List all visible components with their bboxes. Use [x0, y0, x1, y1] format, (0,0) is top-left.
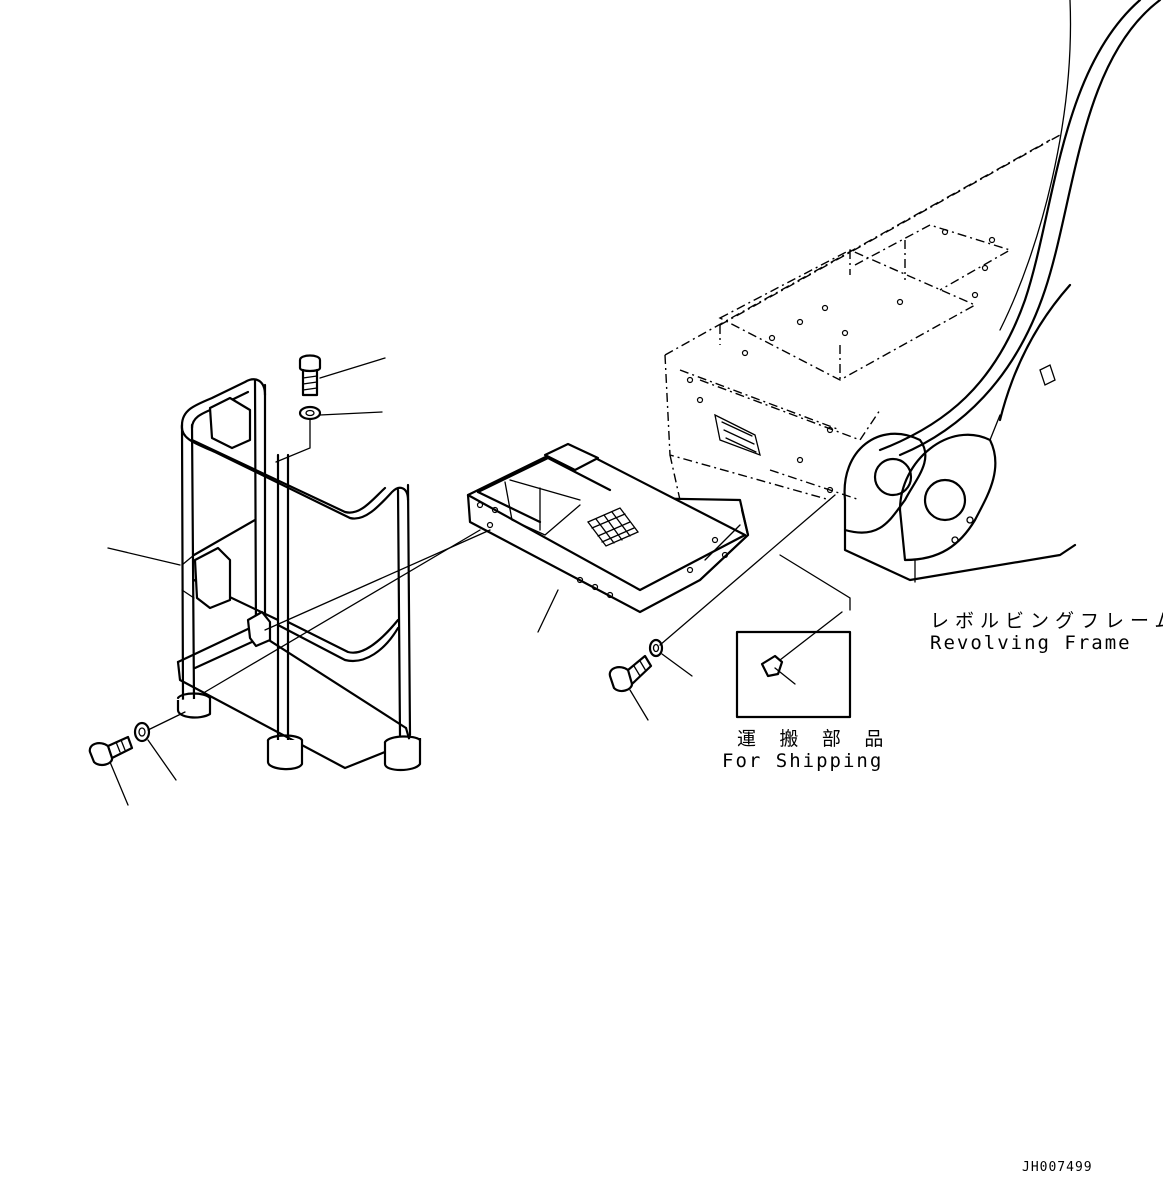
handrail-assembly: [107, 378, 422, 772]
revolving-frame-label-jp: レボルビングフレーム: [930, 610, 1163, 632]
lower-left-bolt: [88, 735, 134, 806]
shipping-detail-box: [735, 611, 852, 719]
drawing-id: JH007499: [1022, 1160, 1093, 1175]
revolving-frame-label-en: Revolving Frame: [930, 632, 1132, 654]
assembly-lines: [147, 419, 851, 731]
top-bolt: [298, 354, 386, 397]
shipping-label-jp: 運 搬 部 品: [737, 728, 890, 750]
center-bolt: [608, 654, 653, 721]
revolving-frame: [664, 0, 1162, 583]
center-washer: [648, 638, 693, 677]
shipping-label-en: For Shipping: [722, 750, 884, 772]
step-box: [466, 442, 750, 633]
top-washer: [298, 405, 383, 421]
lower-left-washer: [133, 721, 177, 781]
